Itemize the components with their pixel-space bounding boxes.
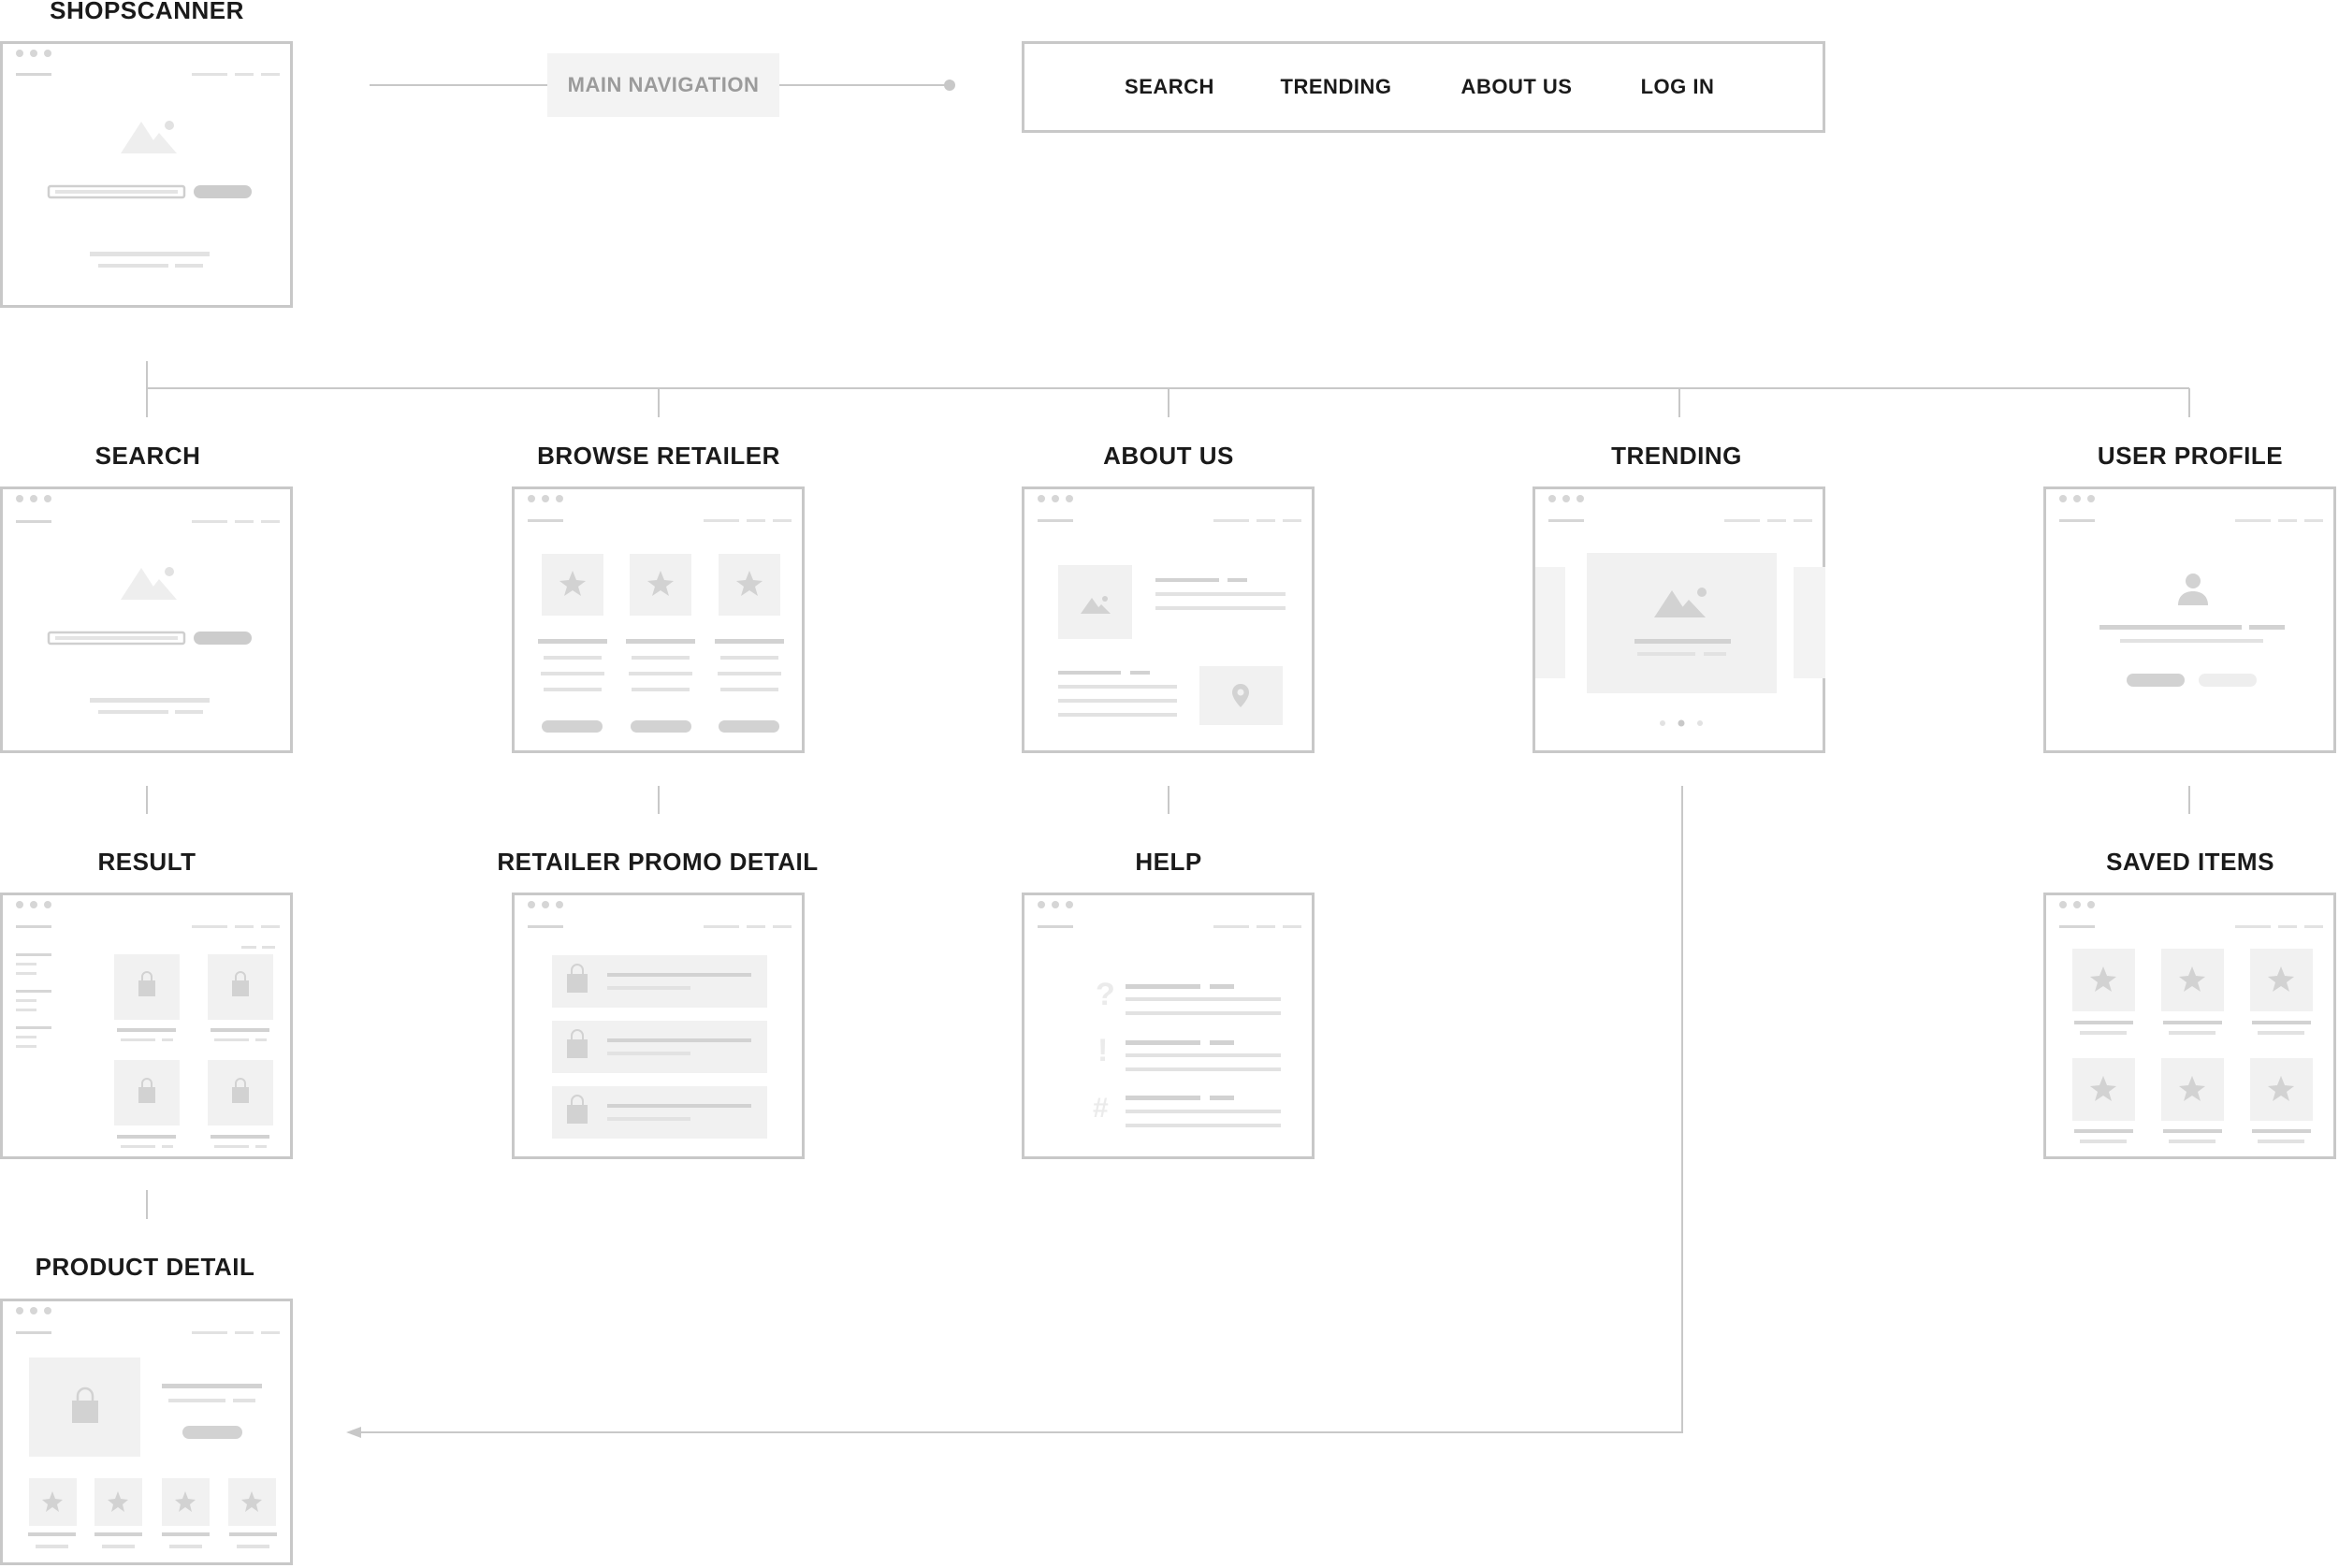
profile-secondary-button — [2199, 674, 2257, 687]
node-title-trending: TRENDING — [1611, 442, 1742, 470]
saved-item-2 — [2161, 949, 2224, 1035]
retailer-card-3 — [715, 554, 784, 733]
shopping-bag-icon — [72, 1387, 98, 1423]
search-field-placeholder — [47, 184, 186, 199]
filter-sidebar — [16, 953, 51, 1048]
nav-item-search[interactable]: SEARCH — [1125, 75, 1214, 98]
main-navigation-label: MAIN NAVIGATION — [547, 53, 779, 117]
node-title-retailer-promo-detail: RETAILER PROMO DETAIL — [497, 848, 819, 876]
hash-icon: # — [1093, 1093, 1109, 1124]
star-icon — [175, 1491, 196, 1512]
search-field-placeholder — [47, 631, 186, 646]
related-product-3 — [162, 1478, 210, 1548]
wireframe-search[interactable] — [0, 486, 293, 753]
question-mark-icon: ? — [1096, 977, 1115, 1012]
related-product-4 — [228, 1478, 277, 1548]
carousel-prev-slide — [1535, 567, 1565, 678]
shopping-bag-icon — [138, 1078, 155, 1103]
main-navigation-bar: SEARCH TRENDING ABOUT US LOG IN — [1022, 41, 1825, 133]
saved-item-3 — [2250, 949, 2313, 1035]
saved-item-5 — [2161, 1058, 2224, 1143]
result-item-1 — [114, 954, 180, 1041]
image-placeholder-icon — [1654, 588, 1707, 617]
arrow-head-icon — [346, 1427, 361, 1438]
wireframe-shopscanner[interactable] — [0, 41, 293, 308]
saved-item-1 — [2072, 949, 2135, 1035]
wireframe-browse-retailer[interactable] — [512, 486, 805, 753]
trending-to-product-connector — [359, 786, 1683, 1433]
wireframe-saved-items[interactable] — [2043, 893, 2336, 1159]
star-icon — [2268, 966, 2294, 992]
shopping-bag-icon — [567, 1029, 588, 1058]
shopping-bag-icon — [232, 971, 249, 996]
star-icon — [241, 1491, 262, 1512]
retailer-card-2 — [626, 554, 695, 733]
nav-item-about-us[interactable]: ABOUT US — [1460, 75, 1573, 98]
shopping-bag-icon — [567, 964, 588, 993]
location-pin-icon — [1232, 684, 1249, 707]
wireframe-about-us[interactable] — [1022, 486, 1315, 753]
node-title-result: RESULT — [97, 848, 196, 876]
shopping-bag-icon — [567, 1095, 588, 1124]
image-placeholder-icon — [121, 567, 177, 600]
promo-row-2 — [552, 1021, 767, 1073]
carousel-pagination-dots — [1660, 719, 1703, 727]
node-title-saved-items: SAVED ITEMS — [2106, 848, 2274, 876]
profile-primary-button — [2127, 674, 2185, 687]
search-button-placeholder — [194, 185, 252, 198]
star-icon — [42, 1491, 63, 1512]
related-product-2 — [94, 1478, 142, 1548]
retailer-card-1 — [538, 554, 607, 733]
promo-row-3 — [552, 1086, 767, 1139]
saved-item-4 — [2072, 1058, 2135, 1143]
star-icon — [108, 1491, 128, 1512]
wireframe-trending[interactable] — [1533, 486, 1825, 753]
nav-item-trending[interactable]: TRENDING — [1280, 75, 1392, 98]
star-icon — [2268, 1076, 2294, 1101]
image-placeholder-icon — [121, 121, 177, 153]
node-title-help: HELP — [1135, 848, 1202, 876]
node-title-product-detail: PRODUCT DETAIL — [35, 1253, 255, 1281]
shopping-bag-icon — [232, 1078, 249, 1103]
wireframe-product-detail[interactable] — [0, 1299, 293, 1565]
node-title-about-us: ABOUT US — [1103, 442, 1234, 470]
image-placeholder-icon — [1081, 596, 1111, 614]
nav-item-log-in[interactable]: LOG IN — [1640, 75, 1715, 98]
result-item-4 — [208, 1060, 273, 1148]
node-title-browse-retailer: BROWSE RETAILER — [537, 442, 780, 470]
related-product-1 — [28, 1478, 77, 1548]
wireframe-user-profile[interactable] — [2043, 486, 2336, 753]
star-icon — [647, 571, 674, 596]
star-icon — [2179, 966, 2205, 992]
node-title-shopscanner: SHOPSCANNER — [50, 0, 244, 24]
wireframe-help[interactable]: ? ! # — [1022, 893, 1315, 1159]
promo-row-1 — [552, 955, 767, 1008]
wireframe-result[interactable] — [0, 893, 293, 1159]
wireframe-retailer-promo-detail[interactable] — [512, 893, 805, 1159]
add-to-cart-button-placeholder — [182, 1426, 242, 1439]
result-item-3 — [114, 1060, 180, 1148]
star-icon — [559, 571, 586, 596]
user-avatar-icon — [2178, 573, 2208, 605]
carousel-next-slide — [1794, 567, 1825, 678]
star-icon — [736, 571, 763, 596]
exclamation-icon: ! — [1097, 1033, 1108, 1068]
result-item-2 — [208, 954, 273, 1041]
star-icon — [2090, 1076, 2116, 1101]
node-title-search: SEARCH — [94, 442, 201, 470]
nav-connector-dot — [944, 80, 955, 91]
saved-item-6 — [2250, 1058, 2313, 1143]
star-icon — [2090, 966, 2116, 992]
search-button-placeholder — [194, 632, 252, 645]
shopping-bag-icon — [138, 971, 155, 996]
node-title-user-profile: USER PROFILE — [2097, 442, 2284, 470]
carousel-current-slide — [1587, 553, 1777, 693]
star-icon — [2179, 1076, 2205, 1101]
